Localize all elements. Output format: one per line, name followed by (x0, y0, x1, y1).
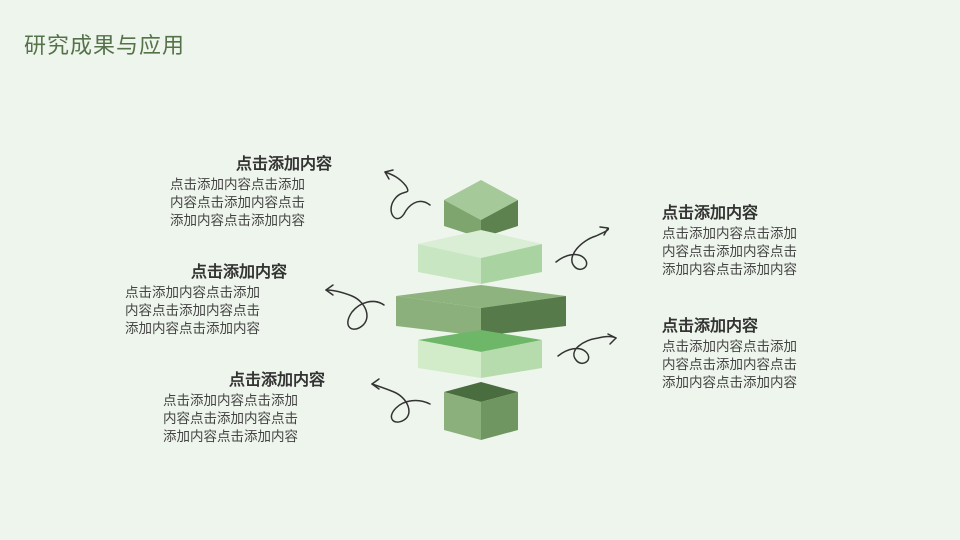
content-block-left-middle: 点击添加内容 点击添加内容点击添加 内容点击添加内容点击 添加内容点击添加内容 (125, 262, 287, 338)
block-body: 点击添加内容点击添加 内容点击添加内容点击 添加内容点击添加内容 (170, 176, 332, 230)
content-block-right-top: 点击添加内容 点击添加内容点击添加 内容点击添加内容点击 添加内容点击添加内容 (662, 203, 832, 279)
body-line: 内容点击添加内容点击 (125, 303, 260, 319)
block-body: 点击添加内容点击添加 内容点击添加内容点击 添加内容点击添加内容 (125, 284, 287, 338)
body-line: 内容点击添加内容点击 (170, 195, 305, 211)
body-line: 点击添加内容点击添加 (662, 339, 797, 355)
block-heading: 点击添加内容 (662, 203, 759, 222)
body-line: 添加内容点击添加内容 (170, 213, 305, 229)
block-body: 点击添加内容点击添加 内容点击添加内容点击 添加内容点击添加内容 (662, 338, 832, 392)
block-heading: 点击添加内容 (235, 154, 332, 173)
body-line: 添加内容点击添加内容 (662, 262, 797, 278)
curly-arrow-icon (384, 169, 431, 220)
body-line: 添加内容点击添加内容 (662, 375, 797, 391)
page-title: 研究成果与应用 (24, 34, 186, 59)
tower-tier-2 (418, 230, 542, 284)
block-heading: 点击添加内容 (662, 316, 759, 335)
content-block-left-top: 点击添加内容 点击添加内容点击添加 内容点击添加内容点击 添加内容点击添加内容 (170, 154, 332, 230)
body-line: 点击添加内容点击添加 (163, 393, 298, 409)
block-body: 点击添加内容点击添加 内容点击添加内容点击 添加内容点击添加内容 (163, 392, 325, 446)
body-line: 内容点击添加内容点击 (662, 357, 797, 373)
body-line: 内容点击添加内容点击 (662, 244, 797, 260)
tower-tier-4 (418, 330, 542, 378)
tower-tier-1 (444, 180, 518, 238)
body-line: 添加内容点击添加内容 (163, 429, 298, 445)
body-line: 添加内容点击添加内容 (125, 321, 260, 337)
block-heading: 点击添加内容 (228, 370, 325, 389)
body-line: 内容点击添加内容点击 (163, 411, 298, 427)
tower-tier-3 (396, 285, 566, 336)
block-heading: 点击添加内容 (190, 262, 287, 281)
curly-arrow-icon (555, 226, 610, 270)
curly-arrow-icon (557, 333, 617, 364)
tower-tier-5 (444, 382, 518, 440)
curly-arrow-icon (325, 284, 385, 330)
body-line: 点击添加内容点击添加 (125, 285, 260, 301)
body-line: 点击添加内容点击添加 (662, 226, 797, 242)
content-block-left-bottom: 点击添加内容 点击添加内容点击添加 内容点击添加内容点击 添加内容点击添加内容 (163, 370, 325, 446)
body-line: 点击添加内容点击添加 (170, 177, 305, 193)
block-body: 点击添加内容点击添加 内容点击添加内容点击 添加内容点击添加内容 (662, 225, 832, 279)
content-block-right-bottom: 点击添加内容 点击添加内容点击添加 内容点击添加内容点击 添加内容点击添加内容 (662, 316, 832, 392)
curly-arrow-icon (371, 378, 431, 423)
